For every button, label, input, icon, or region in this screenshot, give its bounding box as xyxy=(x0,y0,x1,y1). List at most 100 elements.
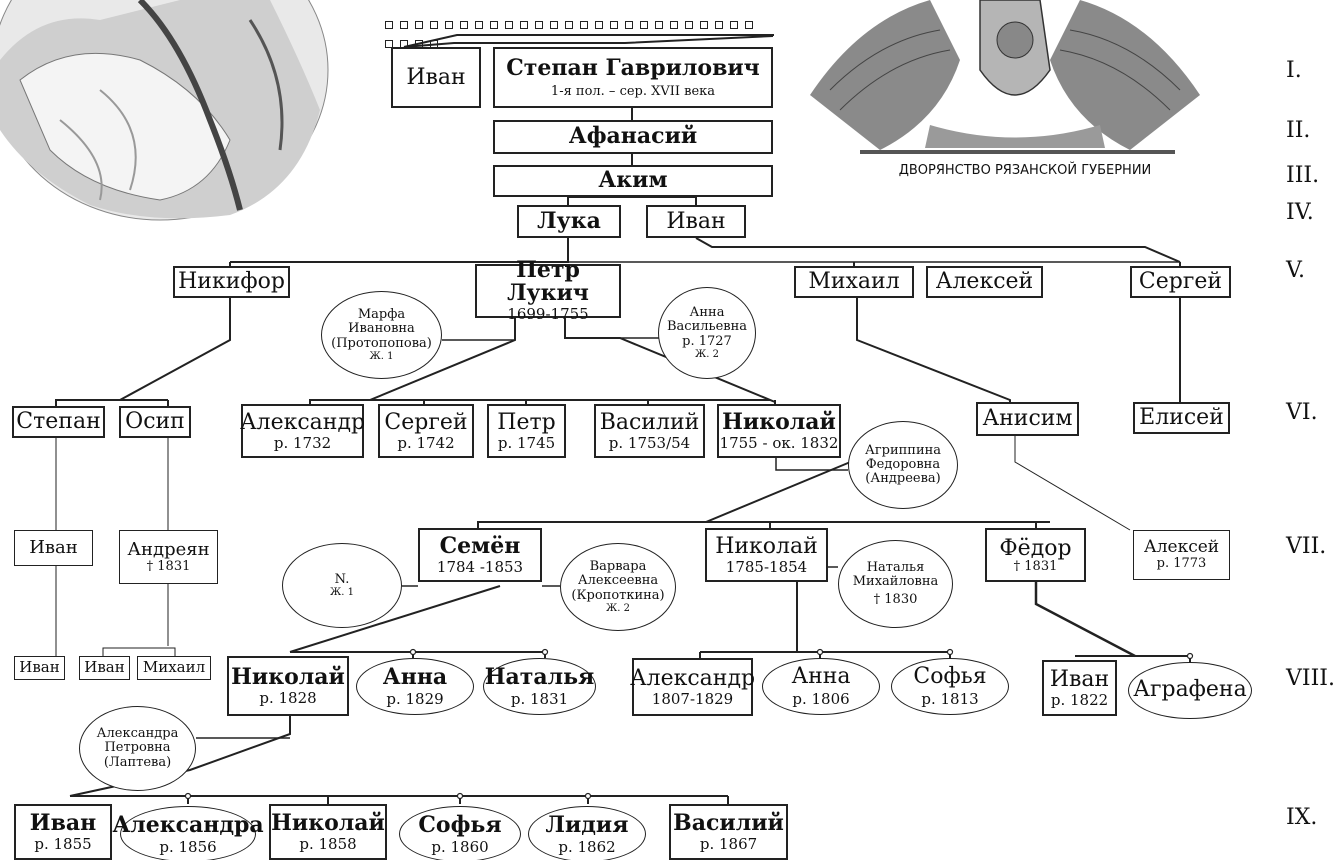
person-name: Иван xyxy=(406,64,466,90)
person-name: Николай xyxy=(715,533,818,559)
person-box: Николай 1785-1854 xyxy=(705,528,828,582)
wife-number: Ж. 1 xyxy=(369,350,394,362)
person-dates: 1784 -1853 xyxy=(436,557,524,576)
person-box: Иван xyxy=(14,656,65,680)
person-name: Аким xyxy=(598,167,668,194)
person-name: Николай xyxy=(231,663,345,690)
person-dates: р. 1867 xyxy=(699,834,758,853)
person-box: Иван xyxy=(14,530,93,566)
person-name: Никифор xyxy=(178,269,285,295)
person-dates: 1-я пол. – сер. XVII века xyxy=(550,83,716,99)
person-dates: р. 1813 xyxy=(921,690,979,709)
generation-label: VIII. xyxy=(1286,666,1335,691)
person-dates: р. 1773 xyxy=(1156,556,1207,572)
person-dates: р. 1745 xyxy=(497,433,556,452)
person-box: Николай р. 1858 xyxy=(269,804,387,860)
person-box: Лука xyxy=(517,205,621,238)
person-dates: р. 1831 xyxy=(510,690,569,709)
person-name: Иван xyxy=(29,809,97,836)
person-name: Наталья Михайловна xyxy=(852,559,939,589)
person-oval: Наталья р. 1831 xyxy=(483,658,596,715)
person-box: Сергей р. 1742 xyxy=(378,404,474,458)
wife-number: Ж. 1 xyxy=(330,587,354,599)
person-name: Иван xyxy=(84,658,125,677)
person-box: Василий р. 1867 xyxy=(669,804,788,860)
person-name: Лидия xyxy=(545,811,629,838)
person-name: Анна Васильевна xyxy=(667,305,748,335)
person-oval: Софья р. 1813 xyxy=(891,658,1009,715)
spouse-oval: Александра Петровна (Лаптева) xyxy=(79,706,196,791)
decorative-border xyxy=(385,14,773,48)
generation-label: V. xyxy=(1286,258,1306,283)
person-dates: р. 1829 xyxy=(386,690,444,709)
person-box: Елисей xyxy=(1133,402,1230,434)
person-box: Иван xyxy=(646,205,746,238)
person-box: Никифор xyxy=(173,266,290,298)
person-name: Василий xyxy=(673,809,784,836)
person-box: Андреян † 1831 xyxy=(119,530,218,584)
person-box: Петр р. 1745 xyxy=(487,404,566,458)
person-box: Алексей р. 1773 xyxy=(1133,530,1230,580)
person-name: Александр xyxy=(629,665,756,691)
person-dates: † 1831 xyxy=(1013,558,1058,574)
person-name: Аграфена xyxy=(1133,677,1247,703)
person-name: Иван xyxy=(29,536,78,558)
person-name: Василий xyxy=(599,409,700,435)
person-name: Иван xyxy=(666,208,726,234)
person-box: Степан Гаврилович 1-я пол. – сер. XVII в… xyxy=(493,47,773,108)
wife-number: Ж. 2 xyxy=(606,602,630,614)
person-box: Алексей xyxy=(926,266,1043,298)
person-oval: Софья р. 1860 xyxy=(399,806,521,860)
person-name: Николай xyxy=(271,809,385,836)
person-dates: р. 1862 xyxy=(558,837,616,856)
person-name: Александр xyxy=(239,409,366,435)
person-box: Иван р. 1822 xyxy=(1042,660,1117,716)
portrait-image xyxy=(0,0,329,221)
emblem-caption: ДВОРЯНСТВО РЯЗАНСКОЙ ГУБЕРНИИ xyxy=(898,163,1152,178)
generation-label: IV. xyxy=(1286,200,1314,225)
person-name: Софья xyxy=(913,664,987,690)
person-name: Петр Лукич xyxy=(507,257,589,307)
person-oval: Анна р. 1829 xyxy=(356,658,474,715)
person-box: Степан xyxy=(12,406,105,438)
spouse-oval: Наталья Михайловна † 1830 xyxy=(838,540,953,628)
generation-label: II. xyxy=(1286,118,1311,143)
person-box: Фёдор † 1831 xyxy=(985,528,1086,582)
eagle-emblem xyxy=(810,0,1200,154)
spouse-oval: Анна Васильевна р. 1727 Ж. 2 xyxy=(658,287,756,379)
person-name: Степан Гаврилович xyxy=(506,54,760,81)
person-name: Александра xyxy=(112,811,264,838)
spouse-oval: Марфа Ивановна (Протопопова) Ж. 1 xyxy=(321,291,442,379)
person-name: Варвара Алексеевна (Кропоткина) xyxy=(571,559,665,603)
person-name: Агриппина Федоровна (Андреева) xyxy=(864,442,942,487)
person-box: Николай р. 1828 xyxy=(227,656,349,716)
person-box: Петр Лукич 1699-1755 xyxy=(475,258,621,322)
generation-label: VI. xyxy=(1286,400,1318,425)
person-box: Василий р. 1753/54 xyxy=(594,404,705,458)
person-dates: р. 1856 xyxy=(159,837,217,856)
spouse-oval: N. Ж. 1 xyxy=(282,543,402,628)
person-name: Михаил xyxy=(142,658,206,677)
person-box: Николай 1755 - ок. 1832 xyxy=(717,404,841,458)
person-box: Афанасий xyxy=(493,120,773,154)
person-name: Андреян xyxy=(127,538,210,560)
person-dates: 1785-1854 xyxy=(725,557,808,576)
person-dates: р. 1860 xyxy=(431,837,489,856)
person-name: Фёдор xyxy=(999,535,1072,561)
person-dates: р. 1753/54 xyxy=(608,433,691,452)
person-box: Осип xyxy=(119,406,191,438)
person-box: Александр р. 1732 xyxy=(239,404,366,458)
generation-label: III. xyxy=(1286,163,1320,188)
person-name: Семён xyxy=(439,532,521,559)
person-dates: р. 1822 xyxy=(1050,690,1109,709)
person-name: N. xyxy=(334,571,350,587)
person-dates: р. 1742 xyxy=(397,433,455,452)
person-name: Сергей xyxy=(384,409,468,435)
person-name: Софья xyxy=(418,811,502,838)
person-name: Осип xyxy=(125,409,185,435)
generation-label: VII. xyxy=(1286,534,1327,559)
person-box: Иван р. 1855 xyxy=(14,804,112,860)
person-name: Алексей xyxy=(935,269,1034,295)
